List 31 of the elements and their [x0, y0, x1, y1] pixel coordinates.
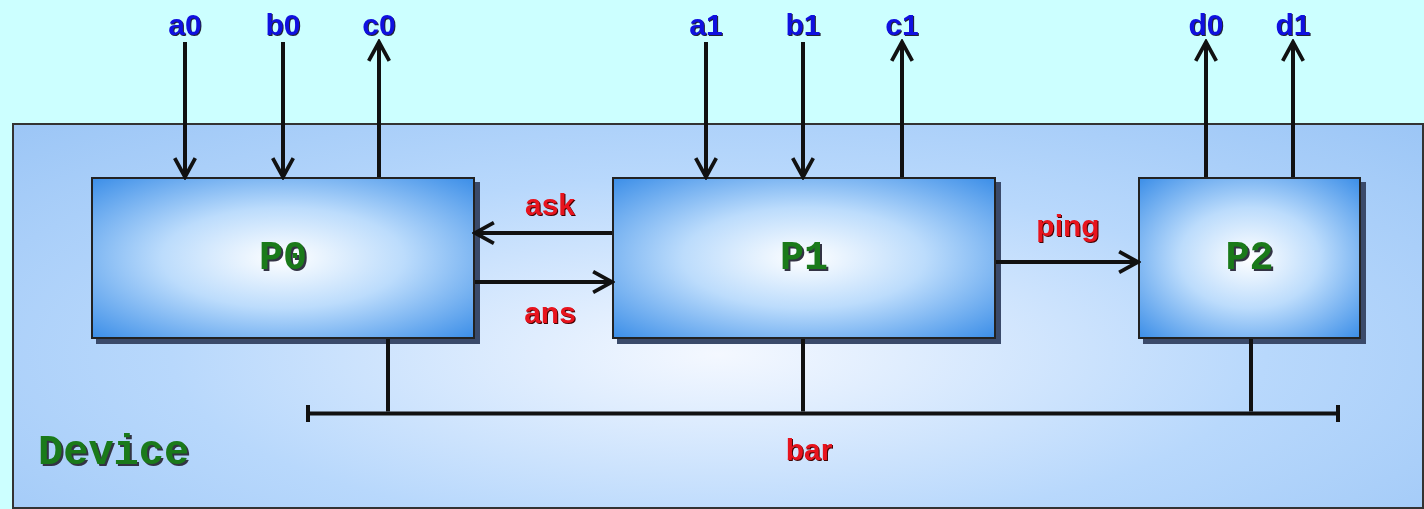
- connector-line: [1249, 339, 1253, 412]
- arrow: [366, 40, 392, 177]
- edge-label: ping: [1036, 209, 1100, 243]
- process-label: P0: [259, 235, 307, 281]
- signal-label: d1: [1271, 8, 1315, 42]
- arrow: [693, 42, 719, 179]
- connector-line: [801, 339, 805, 412]
- arrow: [889, 40, 915, 177]
- signal-label: a1: [684, 8, 728, 42]
- device-label: Device: [38, 429, 190, 477]
- signal-label: a0: [163, 8, 207, 42]
- arrow: [475, 269, 614, 295]
- edge-label: ans: [524, 296, 576, 330]
- process-label: P1: [780, 235, 828, 281]
- bus-label: bar: [785, 433, 833, 467]
- arrow: [790, 42, 816, 179]
- arrow: [270, 42, 296, 179]
- arrow: [1280, 40, 1306, 177]
- edge-label: ask: [524, 188, 576, 222]
- arrow: [473, 220, 612, 246]
- process-label: P2: [1225, 235, 1274, 281]
- signal-label: c0: [357, 8, 401, 42]
- signal-label: d0: [1184, 8, 1228, 42]
- device-panel: [12, 123, 1424, 509]
- arrow: [996, 249, 1140, 275]
- signal-label: b0: [261, 8, 305, 42]
- arrow: [1193, 40, 1219, 177]
- connector-line: [386, 339, 390, 412]
- signal-label: b1: [781, 8, 825, 42]
- signal-label: c1: [880, 8, 924, 42]
- arrow: [172, 42, 198, 179]
